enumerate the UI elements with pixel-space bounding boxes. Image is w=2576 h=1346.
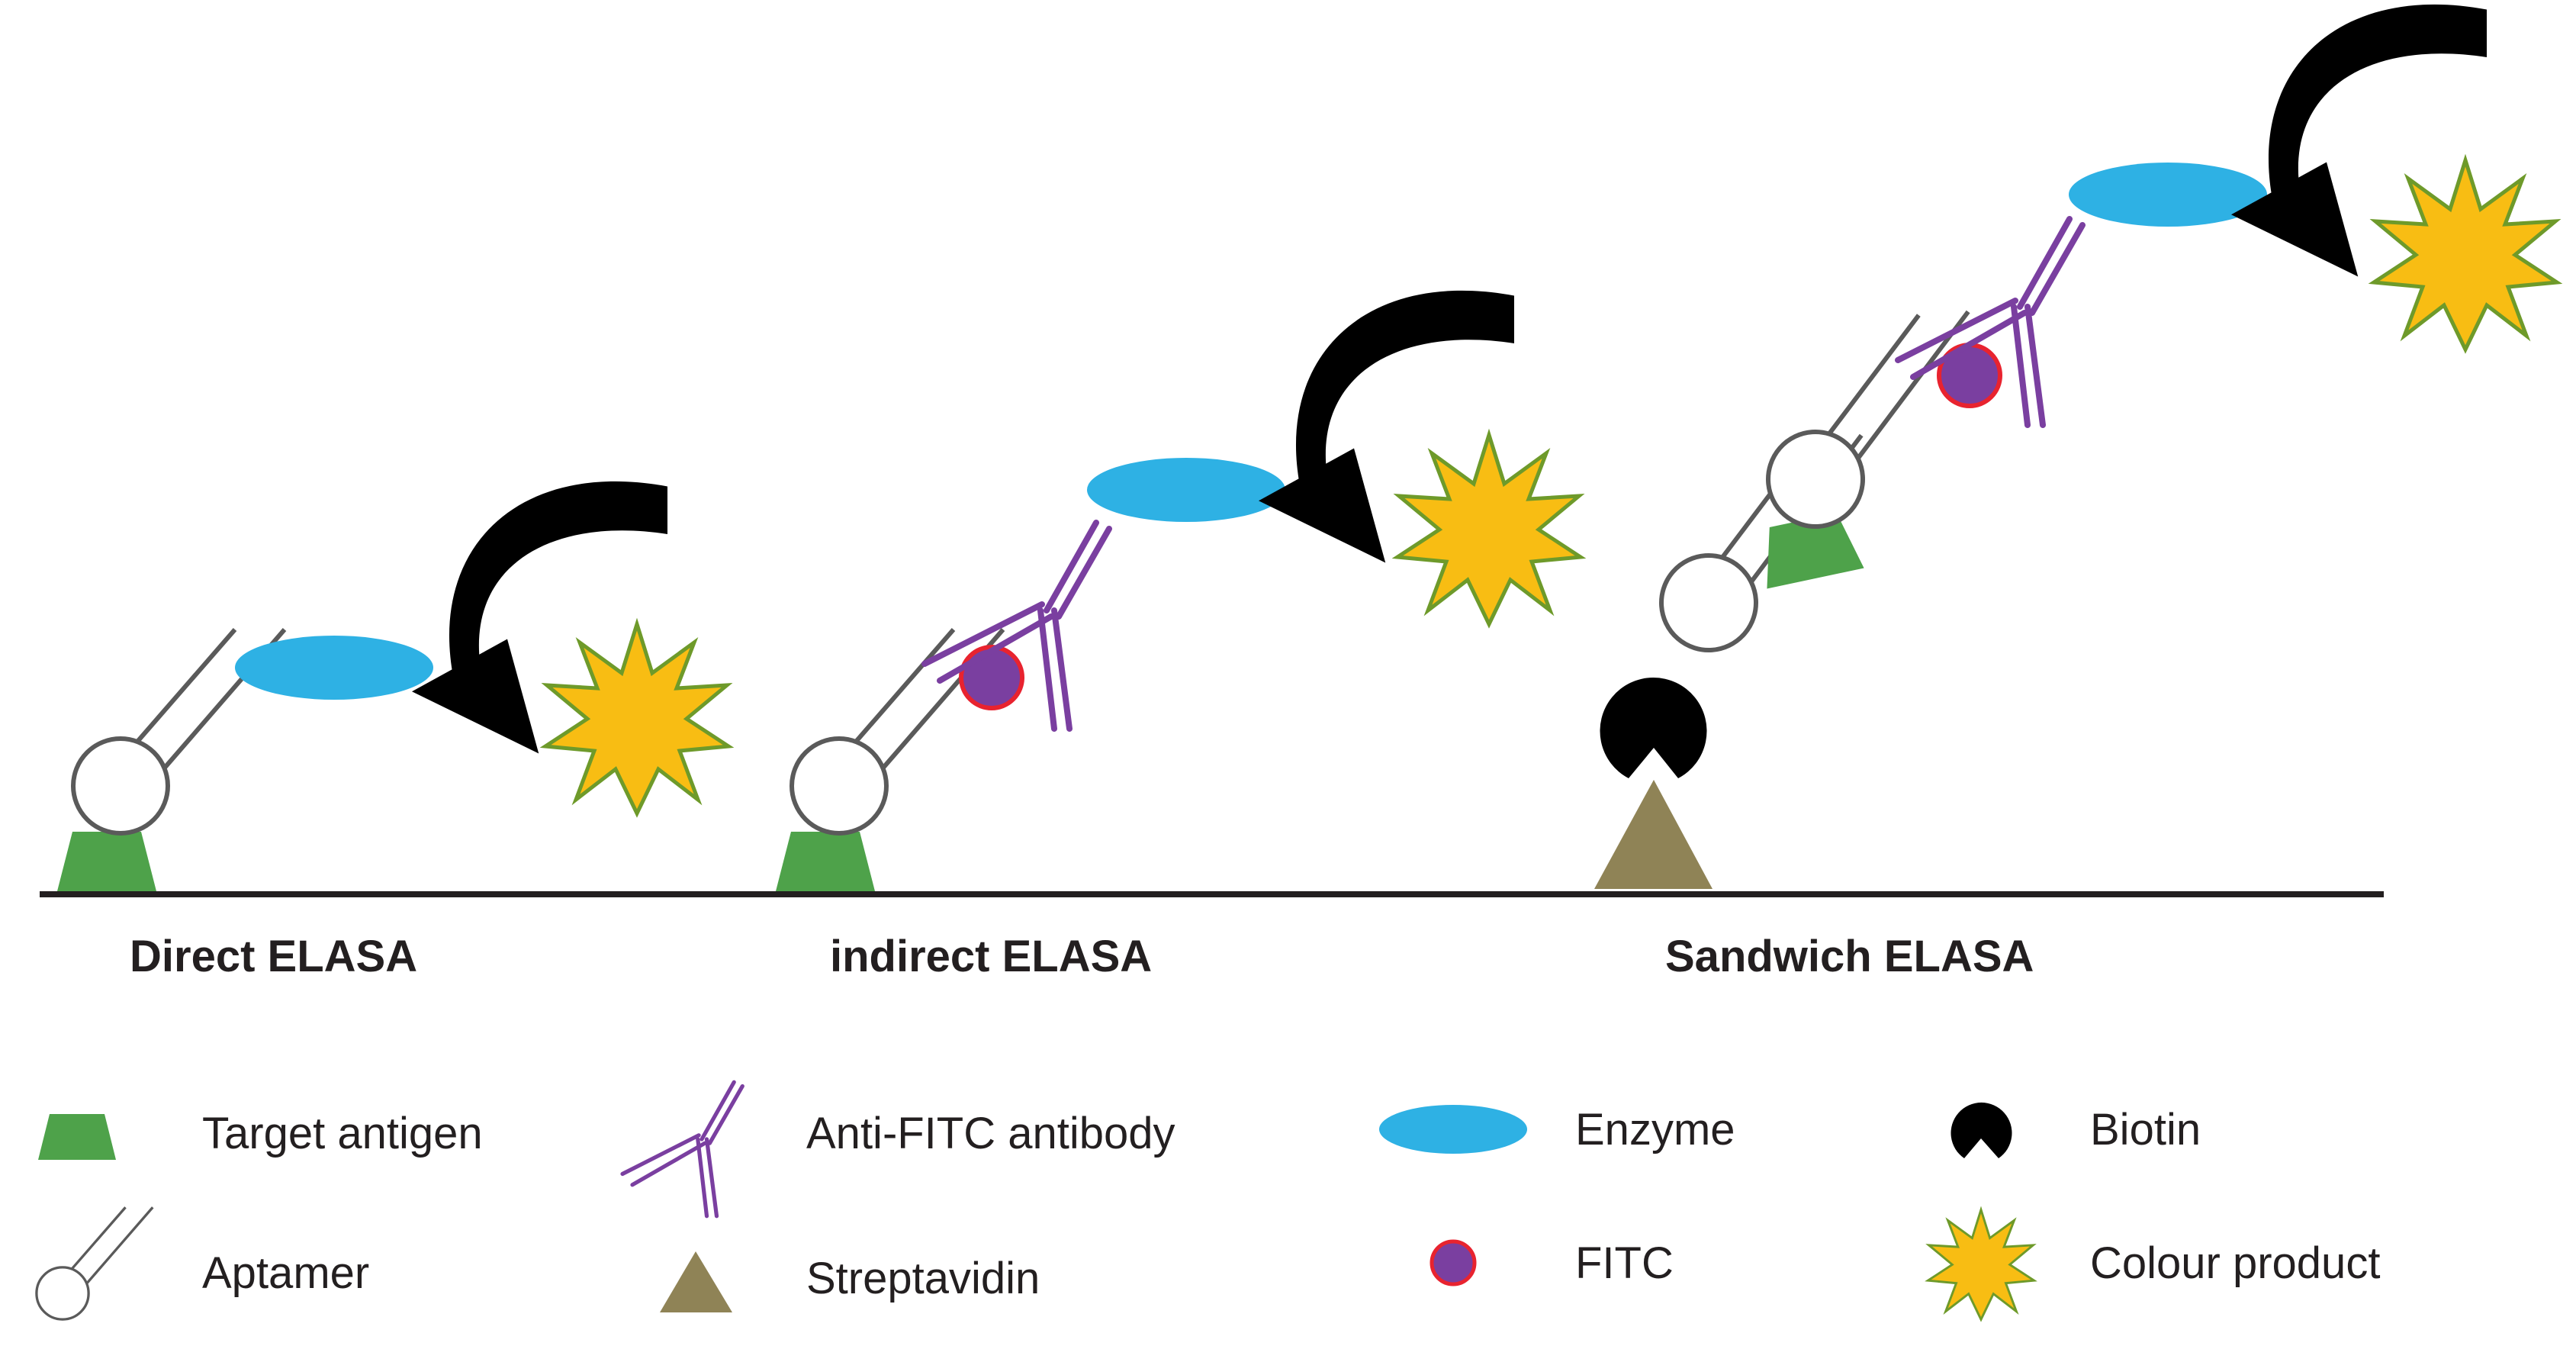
direct-elasa-panel: Direct ELASA	[57, 481, 728, 981]
colour-product-icon	[545, 624, 728, 813]
legend-anti-fitc-antibody-label: Anti-FITC antibody	[806, 1109, 1175, 1158]
legend-colour-product-icon	[1926, 1208, 2036, 1321]
indirect-elasa-title: indirect ELASA	[830, 932, 1152, 981]
enzyme-icon	[235, 636, 433, 700]
legend-biotin-label: Biotin	[2090, 1105, 2201, 1154]
legend-enzyme-icon	[1379, 1105, 1527, 1154]
colour-product-icon	[2374, 160, 2557, 349]
sandwich-elasa-title: Sandwich ELASA	[1665, 932, 2034, 981]
legend-target-antigen-icon	[38, 1114, 116, 1160]
sandwich-elasa-panel: Sandwich ELASA	[1594, 4, 2557, 981]
legend-streptavidin-icon	[660, 1251, 732, 1312]
enzyme-icon	[1087, 458, 1285, 522]
colour-product-icon	[1397, 435, 1581, 624]
legend-enzyme-label: Enzyme	[1575, 1105, 1735, 1154]
legend-colour-product-label: Colour product	[2090, 1238, 2380, 1288]
legend: Target antigen Aptamer Anti-FITC antibod…	[35, 1082, 2380, 1321]
fitc-icon	[961, 647, 1022, 708]
direct-elasa-title: Direct ELASA	[130, 932, 417, 981]
legend-biotin-icon	[1950, 1102, 2012, 1158]
legend-fitc-icon	[1430, 1239, 1477, 1286]
target-antigen-icon	[776, 832, 875, 891]
legend-anti-fitc-antibody-icon	[622, 1082, 742, 1216]
target-antigen-icon	[57, 832, 156, 891]
legend-aptamer-icon	[35, 1206, 154, 1321]
legend-aptamer-label: Aptamer	[202, 1248, 369, 1298]
legend-fitc-label: FITC	[1575, 1238, 1674, 1288]
indirect-elasa-panel: indirect ELASA	[776, 290, 1581, 981]
streptavidin-icon	[1594, 780, 1713, 889]
aptamer-icon	[1758, 312, 1983, 530]
legend-target-antigen-label: Target antigen	[202, 1109, 483, 1158]
biotin-icon	[1600, 678, 1707, 778]
legend-streptavidin-label: Streptavidin	[806, 1254, 1040, 1303]
